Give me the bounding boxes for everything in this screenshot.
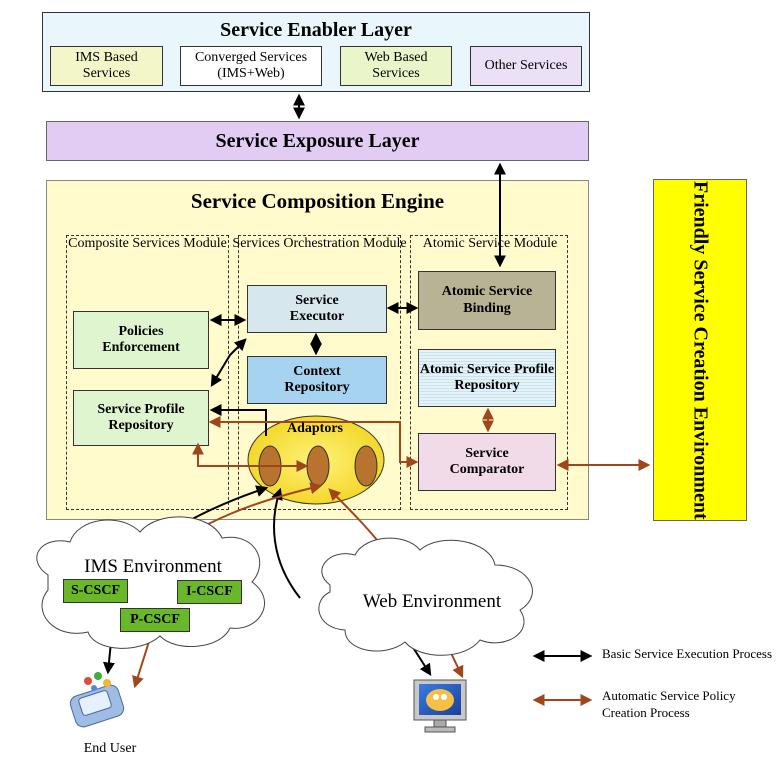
service-profile-repository-box: Service Profile Repository [73,390,209,446]
web-environment-title: Web Environment [362,591,502,613]
service-comparator-box: Service Comparator [418,433,556,491]
adaptor-2 [306,445,330,487]
context-repository-box: Context Repository [247,356,387,404]
web-cloud [318,537,533,656]
atomic-service-profile-repository-box: Atomic Service Profile Repository [418,349,556,407]
adaptors-label: Adaptors [286,420,343,436]
service-exposure-layer: Service Exposure Layer [46,121,589,161]
friendly-title: Friendly Service Creation Environment [689,180,712,520]
orchestration-module-title: Services Orchestration Module [232,236,407,251]
friendly-service-creation-environment: Friendly Service Creation Environment [653,179,747,521]
ims-based-services-box: IMS Based Services [50,46,163,86]
s-cscf-node: S-CSCF [63,579,128,603]
policies-enforcement-box: Policies Enforcement [73,311,209,369]
service-enabler-title: Service Enabler Layer [220,19,412,41]
composite-module-title: Composite Services Module [68,236,227,251]
service-executor-box: Service Executor [247,285,387,333]
legend-basic-label: Basic Service Execution Process [602,646,773,661]
web-based-services-box: Web Based Services [340,46,452,86]
end-user-label: End User [83,740,137,756]
atomic-service-binding-box: Atomic Service Binding [418,271,556,330]
adaptor-3 [354,445,378,487]
p-cscf-node: P-CSCF [120,608,190,632]
end-user-device-icon [69,672,125,728]
ims-environment-title: IMS Environment [84,556,222,578]
computer-monitor-icon [413,679,467,733]
atomic-module-title: Atomic Service Module [422,236,558,251]
legend-auto-label: Automatic Service Policy Creation Proces… [602,688,736,720]
converged-services-box: Converged Services (IMS+Web) [180,46,322,86]
ims-cloud [36,516,265,649]
atomic-service-module [410,235,568,510]
service-exposure-title: Service Exposure Layer [215,129,420,152]
engine-title: Service Composition Engine [190,189,445,213]
other-services-box: Other Services [470,46,582,86]
i-cscf-node: I-CSCF [177,580,242,604]
